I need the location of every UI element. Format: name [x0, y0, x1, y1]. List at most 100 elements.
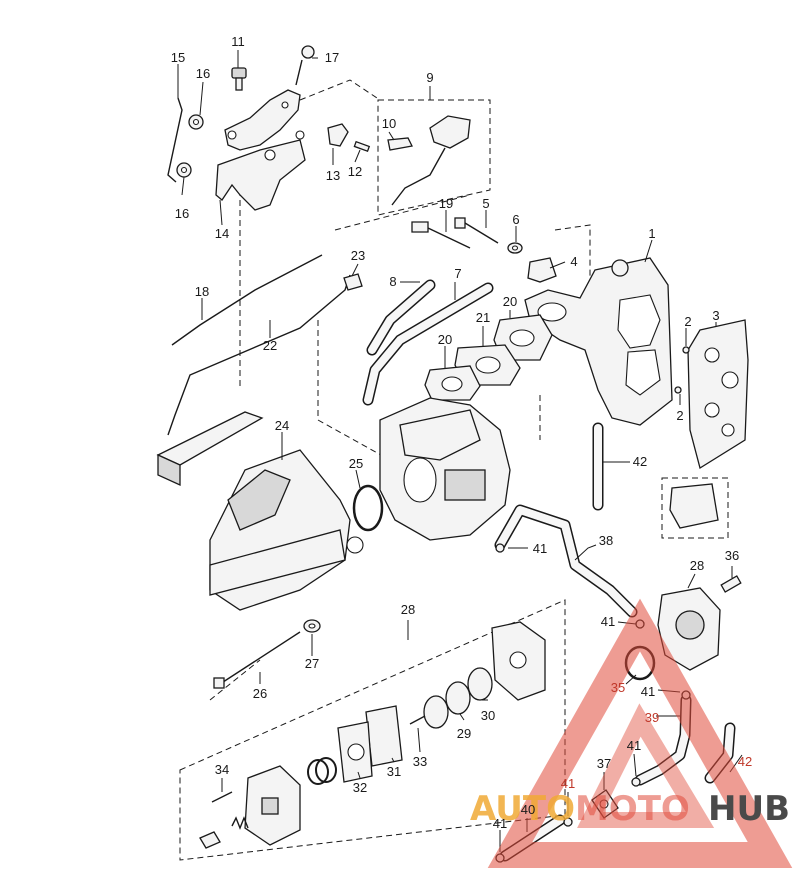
callout-3: 3 — [712, 308, 719, 323]
spring — [231, 816, 249, 830]
fitting-37 — [591, 789, 619, 819]
callout-33: 33 — [413, 754, 427, 769]
rod-15 — [167, 97, 183, 183]
callout-27: 27 — [305, 656, 319, 671]
callout-28: 28 — [401, 602, 415, 617]
carburetor-body — [379, 397, 511, 541]
o-ring-25 — [352, 484, 384, 532]
callout-25: 25 — [349, 456, 363, 471]
throttle-bracket — [215, 89, 306, 211]
callout-7: 7 — [454, 266, 461, 281]
clip-16-lower — [176, 162, 192, 178]
air-silencer — [209, 449, 364, 611]
callout-38: 38 — [599, 533, 613, 548]
callout-18: 18 — [195, 284, 209, 299]
washer-27 — [303, 619, 321, 633]
callout-labels: 1 2 2 3 4 5 6 7 8 9 10 11 12 13 14 15 16… — [171, 34, 752, 831]
callout-20: 20 — [438, 332, 452, 347]
hose-8 — [366, 279, 436, 356]
callout-30: 30 — [481, 708, 495, 723]
hose-7 — [362, 282, 494, 406]
callout-11: 11 — [231, 34, 245, 49]
gasket-20-upper — [493, 314, 553, 361]
callout-1: 1 — [648, 226, 655, 241]
callout-16: 16 — [196, 66, 210, 81]
callout-26: 26 — [253, 686, 267, 701]
spring-rings — [307, 757, 337, 785]
callout-10: 10 — [382, 116, 396, 131]
callout-29: 29 — [457, 726, 471, 741]
callout-17: 17 — [325, 50, 339, 65]
cable-18 — [171, 254, 323, 346]
callout-21: 21 — [476, 310, 490, 325]
callout-20: 20 — [503, 294, 517, 309]
callout-42: 42 — [738, 754, 752, 769]
callout-41: 41 — [601, 614, 615, 629]
link-13 — [327, 123, 349, 147]
callout-4: 4 — [570, 254, 577, 269]
fuel-pump — [657, 575, 742, 671]
callout-32: 32 — [353, 780, 367, 795]
callout-8: 8 — [389, 274, 396, 289]
callout-6: 6 — [512, 212, 519, 227]
clip-16-upper — [188, 114, 204, 130]
callout-5: 5 — [482, 196, 489, 211]
screw-33 — [409, 715, 426, 725]
clamp-4 — [527, 257, 557, 283]
callout-31: 31 — [387, 764, 401, 779]
gasket-20-lower — [424, 365, 481, 401]
watermark-hub: HUB — [708, 789, 790, 829]
callout-41: 41 — [627, 738, 641, 753]
callout-13: 13 — [326, 168, 340, 183]
valve-plate — [423, 695, 449, 729]
plunger — [199, 831, 221, 849]
watermark-moto: MOTO — [575, 789, 690, 829]
callout-12: 12 — [348, 164, 362, 179]
callout-34: 34 — [215, 762, 229, 777]
callout-35: 35 — [611, 680, 625, 695]
inset-dashed-box — [661, 477, 729, 539]
callout-14: 14 — [215, 226, 229, 241]
callout-15: 15 — [171, 50, 185, 65]
pin-12 — [353, 140, 371, 153]
callout-41: 41 — [493, 816, 507, 831]
callout-37: 37 — [597, 756, 611, 771]
screw-34 — [211, 791, 233, 803]
gasket-31 — [365, 705, 403, 767]
callout-2: 2 — [684, 314, 691, 329]
hose-38 — [494, 504, 638, 618]
bolt-26 — [213, 631, 301, 689]
alignment-lines — [209, 79, 591, 701]
washer-6 — [507, 242, 523, 254]
clip-23 — [343, 273, 363, 291]
bolt-11 — [231, 67, 247, 91]
callout-2: 2 — [676, 408, 683, 423]
cable-assembly-9 — [387, 115, 471, 206]
watermark-logo — [487, 598, 793, 868]
callout-41: 41 — [561, 776, 575, 791]
gasket-3 — [687, 319, 749, 470]
callout-41: 41 — [641, 684, 655, 699]
callout-23: 23 — [351, 248, 365, 263]
callout-42: 42 — [633, 454, 647, 469]
callout-28: 28 — [690, 558, 704, 573]
callout-39: 39 — [645, 710, 659, 725]
screw-17 — [295, 45, 315, 86]
callout-22: 22 — [263, 338, 277, 353]
callout-19: 19 — [439, 196, 453, 211]
callout-36: 36 — [725, 548, 739, 563]
callout-40: 40 — [521, 802, 535, 817]
callout-41: 41 — [533, 541, 547, 556]
tray — [156, 411, 264, 487]
diaphragm-30 — [467, 667, 493, 701]
assembly-28-dashed-box — [179, 599, 566, 861]
tie-19 — [411, 221, 471, 249]
pump-cover-part — [491, 621, 546, 701]
pump-body — [244, 765, 301, 846]
pump-inset-icon — [669, 483, 719, 529]
gasket-32 — [337, 721, 373, 783]
callout-24: 24 — [275, 418, 289, 433]
assembly-9-dashed-box — [377, 99, 491, 216]
callout-9: 9 — [426, 70, 433, 85]
